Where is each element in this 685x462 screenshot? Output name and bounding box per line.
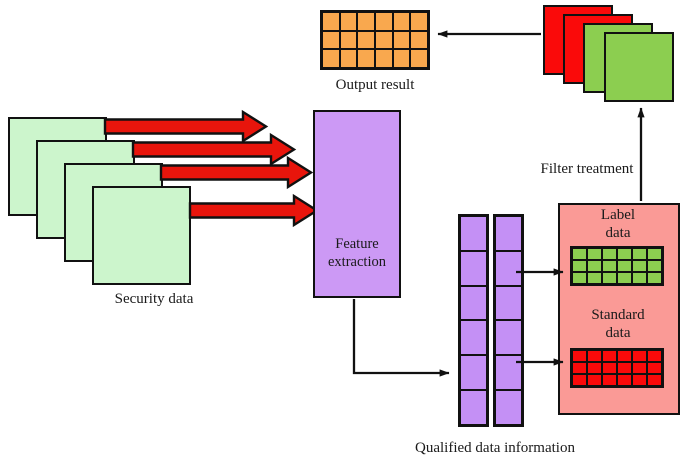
label-data-label-line1: Label (600, 207, 636, 223)
arrow-feature-to-qualified (352, 299, 450, 377)
qualified-data-information-label: Qualified data information (415, 440, 575, 456)
standard-data-grid (570, 348, 664, 388)
label-data-label-line2: data (605, 225, 631, 242)
output-cell (357, 12, 375, 31)
security-data-card-4 (92, 186, 191, 285)
output-cell (339, 30, 358, 50)
standard-data-cell (617, 362, 632, 374)
output-cell (392, 30, 411, 50)
label-data-cell (572, 260, 587, 272)
label-data-label: Label data (566, 206, 670, 243)
standard-data-label-line1: Standard (591, 307, 645, 323)
output-cell (374, 30, 393, 50)
standard-data-cell (647, 350, 662, 362)
qualified-data-column-1 (458, 214, 489, 427)
qualified-cell (460, 285, 487, 321)
standard-data-cell (617, 350, 632, 362)
label-data-cell (617, 248, 632, 260)
output-cell (374, 49, 393, 68)
output-cell (392, 49, 411, 68)
standard-data-cell (647, 362, 662, 374)
label-data-cell (647, 248, 662, 260)
qualified-cell (460, 216, 487, 251)
standard-data-cell (587, 350, 602, 362)
label-data-cell (602, 272, 617, 284)
label-data-cell (617, 272, 632, 284)
output-cell (374, 12, 393, 31)
qualified-cell (460, 320, 487, 356)
label-data-cell (602, 248, 617, 260)
red-arrow-1 (103, 109, 269, 144)
label-data-grid (570, 246, 664, 286)
standard-data-cell (587, 362, 602, 374)
standard-data-cell (587, 374, 602, 386)
feature-extraction-label-line1: Feature (335, 236, 379, 252)
standard-data-cell (602, 374, 617, 386)
standard-data-cell (617, 374, 632, 386)
standard-data-cell (632, 350, 647, 362)
standard-data-cell (632, 362, 647, 374)
label-data-cell (572, 272, 587, 284)
label-data-cell (617, 260, 632, 272)
output-cell (392, 12, 411, 31)
label-data-cell (647, 260, 662, 272)
standard-data-cell (572, 350, 587, 362)
output-cell (322, 49, 340, 68)
label-data-cell (587, 260, 602, 272)
output-cell (322, 30, 340, 50)
standard-data-cell (602, 362, 617, 374)
standard-data-cell (572, 362, 587, 374)
qualified-cell (495, 250, 522, 286)
label-data-cell (632, 260, 647, 272)
label-data-cell (587, 248, 602, 260)
standard-data-cell (602, 350, 617, 362)
qualified-cell (460, 250, 487, 286)
label-data-cell (647, 272, 662, 284)
output-cell (357, 30, 375, 50)
output-cell (339, 49, 358, 68)
label-data-cell (632, 272, 647, 284)
qualified-cell (495, 216, 522, 251)
output-cell (410, 30, 428, 50)
feature-extraction-label-line2: extraction (328, 253, 386, 270)
qualified-cell (495, 390, 522, 425)
output-cell (357, 49, 375, 68)
label-data-cell (572, 248, 587, 260)
qualified-cell (495, 285, 522, 321)
feature-extraction-label: Feature extraction (313, 236, 401, 271)
output-cell (339, 12, 358, 31)
standard-data-cell (647, 374, 662, 386)
output-cell (410, 12, 428, 31)
qualified-cell (460, 390, 487, 425)
filter-card-green-2 (604, 32, 674, 102)
security-data-label: Security data (114, 291, 194, 307)
output-result-label: Output result (335, 77, 415, 93)
qualified-data-column-2 (493, 214, 524, 427)
label-data-cell (632, 248, 647, 260)
standard-data-cell (632, 374, 647, 386)
feature-extraction-box (313, 110, 401, 298)
label-data-cell (602, 260, 617, 272)
standard-data-label: Standard data (562, 306, 674, 343)
output-cell (410, 49, 428, 68)
red-arrow-4 (188, 193, 320, 228)
output-cell (322, 12, 340, 31)
filter-treatment-label: Filter treatment (540, 161, 634, 177)
standard-data-cell (572, 374, 587, 386)
standard-data-label-line2: data (605, 325, 631, 342)
qualified-cell (460, 355, 487, 391)
output-result-grid (320, 10, 430, 70)
red-arrow-3 (159, 155, 314, 190)
label-data-cell (587, 272, 602, 284)
red-arrow-2 (131, 132, 297, 167)
qualified-cell (495, 320, 522, 356)
